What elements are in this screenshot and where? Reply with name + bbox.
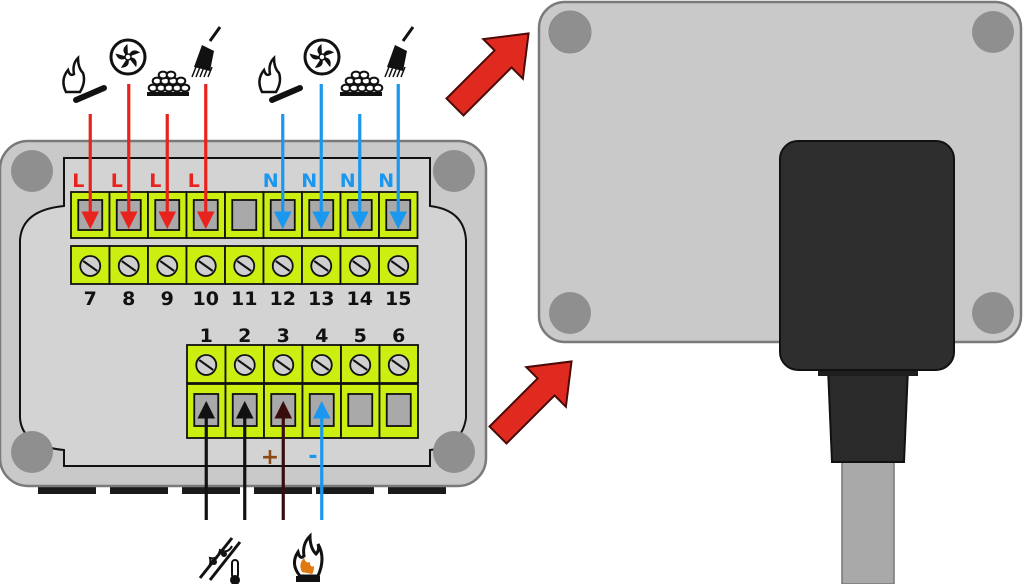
terminal-number: 7 [84, 288, 97, 310]
housing-screw-bottom-left [549, 292, 591, 334]
terminal-number: 14 [347, 288, 373, 310]
bottom-terminal-numbers: 1 2 3 4 5 6 [200, 325, 406, 347]
plug-connector [779, 140, 955, 584]
box-screw-top-right [433, 150, 475, 192]
burner-icon [62, 54, 107, 103]
terminal-number: 10 [193, 288, 219, 310]
phase-label: N [378, 170, 394, 192]
boiler-temperature-sensor-icon [198, 537, 242, 584]
wire-live [81, 114, 100, 230]
wire-sensor-2 [235, 400, 254, 520]
cable [841, 455, 895, 584]
wire-neutral [273, 114, 292, 230]
wires [81, 84, 408, 520]
polarity-plus-label: + [261, 445, 279, 470]
phase-label: N [340, 170, 356, 192]
burner-icon [258, 54, 303, 103]
phase-label: N [301, 170, 317, 192]
box-screw-bottom-left [11, 431, 53, 473]
box-screw-bottom-right [433, 431, 475, 473]
wire-neutral [350, 114, 369, 230]
wire-live [158, 114, 177, 230]
polarity-minus-label: - [308, 444, 317, 469]
phase-label: L [188, 170, 200, 192]
flame-sensor-icon [293, 532, 324, 582]
terminal-number: 15 [385, 288, 411, 310]
housing-screw-top-right [972, 11, 1014, 53]
terminal-number: 2 [238, 325, 251, 347]
pointer-arrow-top [445, 32, 530, 117]
housing-screw-top-left [548, 10, 592, 54]
housing-screw-bottom-right [972, 292, 1014, 334]
cleaning-brush-icon [384, 26, 415, 78]
fan-icon [109, 38, 147, 76]
top-terminal-block [70, 191, 419, 285]
terminal-number: 9 [161, 288, 174, 310]
wire-flame-minus [312, 400, 331, 520]
phase-label: L [72, 170, 84, 192]
plug-strain-relief [826, 367, 910, 463]
wire-live [119, 84, 138, 230]
phase-label: N [263, 170, 279, 192]
terminal-6 [378, 344, 419, 439]
wire-live [196, 84, 215, 230]
terminal-11 [224, 191, 265, 285]
terminal-number: 11 [231, 288, 257, 310]
terminal-number: 1 [200, 325, 213, 347]
box-screw-top-left [11, 150, 53, 192]
pointer-arrow-bottom [488, 360, 573, 445]
plug-body [779, 140, 955, 371]
terminal-number: 6 [392, 325, 405, 347]
terminal-number: 3 [277, 325, 290, 347]
terminal-number: 8 [122, 288, 135, 310]
fan-icon [303, 38, 341, 76]
wire-sensor-1 [197, 400, 216, 520]
phase-label: L [149, 170, 161, 192]
terminal-number: 12 [270, 288, 296, 310]
terminal-number: 4 [315, 325, 328, 347]
top-device-icons [62, 26, 415, 103]
terminal-number: 5 [354, 325, 367, 347]
pellets-icon [340, 70, 384, 96]
cleaning-brush-icon [191, 26, 222, 78]
pellets-icon [147, 70, 191, 96]
wire-neutral [389, 84, 408, 230]
phase-label: L [111, 170, 123, 192]
terminal-5 [340, 344, 381, 439]
top-terminal-numbers: 7 8 9 10 11 12 13 14 15 [84, 288, 412, 310]
terminal-number: 13 [308, 288, 334, 310]
wire-flame-plus [274, 400, 293, 520]
bottom-terminal-block [186, 344, 419, 439]
wire-neutral [312, 84, 331, 230]
